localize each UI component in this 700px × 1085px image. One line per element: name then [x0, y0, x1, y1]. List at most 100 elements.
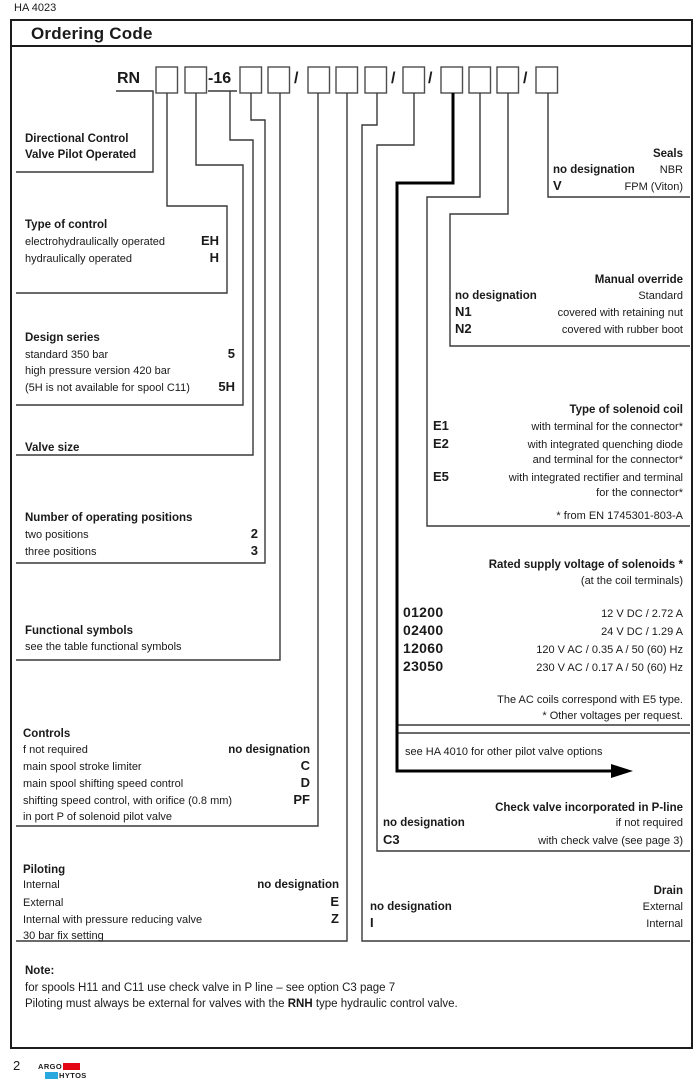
option-row: no designation Standard [455, 288, 683, 304]
option-row: and terminal for the connector* [433, 453, 683, 469]
logo-row-bottom: HYTOS [45, 1071, 87, 1080]
section-check-valve: Check valve incorporated in P-line no de… [383, 800, 683, 849]
option-code: 3 [250, 543, 258, 558]
code-box-11 [496, 66, 520, 94]
option-row: 30 bar fix setting [23, 929, 339, 945]
connector-b2-design-series [16, 93, 244, 406]
option-row: high pressure version 420 bar [25, 363, 235, 379]
option-code: no designation [370, 901, 452, 913]
section-functional-symbols: Functional symbols see the table functio… [25, 623, 265, 655]
section-valve-size-title: Valve size [25, 442, 80, 454]
option-row: I Internal [370, 915, 683, 932]
option-code: N1 [455, 304, 472, 319]
option-code: 2 [250, 526, 258, 541]
option-label: covered with retaining nut [557, 307, 683, 319]
note-line-2-post: type hydraulic control valve. [312, 998, 458, 1010]
code-separator-3: / [428, 70, 433, 87]
option-row: E1 with terminal for the connector* [433, 418, 683, 436]
logo-row-top: ARGO [38, 1062, 87, 1071]
section-dcv-title-1: Directional Control [25, 133, 129, 145]
section-controls: Controls f not required no designation m… [23, 726, 310, 825]
option-row: 01200 12 V DC / 2.72 A [403, 604, 683, 622]
option-row: standard 350 bar 5 [25, 346, 235, 363]
option-row: C3 with check valve (see page 3) [383, 832, 683, 850]
option-row: no designation NBR [553, 162, 683, 178]
option-row: main spool shifting speed control D [23, 775, 310, 792]
option-code: 23050 [403, 658, 444, 674]
code-box-2 [184, 66, 208, 94]
option-row: in port P of solenoid pilot valve [23, 809, 310, 825]
option-label: (5H is not available for spool C11) [25, 382, 190, 394]
option-label: Internal [646, 918, 683, 930]
connector-b4-functional-symbols [16, 93, 281, 661]
option-label: high pressure version 420 bar [25, 365, 171, 377]
option-label: 230 V AC / 0.17 A / 50 (60) Hz [536, 662, 683, 674]
option-code: C [300, 758, 310, 773]
section-voltage-title: Rated supply voltage of solenoids * [488, 559, 683, 571]
code-box-10 [468, 66, 492, 94]
section-pilot-options: see HA 4010 for other pilot valve option… [405, 744, 665, 760]
option-code: PF [293, 792, 310, 807]
option-code: C3 [383, 831, 400, 847]
connector-b11-manual-override [449, 93, 690, 347]
option-label: main spool shifting speed control [23, 778, 184, 790]
pilot-options-text: see HA 4010 for other pilot valve option… [405, 746, 603, 758]
connector-b9-pilot-options-thick [395, 93, 612, 773]
option-code: E1 [433, 418, 449, 433]
option-code: I [370, 915, 374, 930]
section-controls-title: Controls [23, 728, 71, 740]
code-prefix: RN [117, 70, 141, 87]
option-label: electrohydraulically operated [25, 236, 166, 248]
section-solenoid-coil: Type of solenoid coil E1 with terminal f… [433, 402, 683, 524]
option-row: V FPM (Viton) [553, 178, 683, 195]
option-code: 01200 [403, 604, 444, 620]
option-label: 120 V AC / 0.35 A / 50 (60) Hz [536, 644, 683, 656]
connector-b1-type-of-control [16, 93, 228, 294]
option-label: with terminal for the connector* [531, 421, 683, 433]
code-separator-4: / [523, 70, 528, 87]
section-design-series-title: Design series [25, 332, 100, 344]
option-code: no designation [257, 879, 339, 891]
connector-b6-piloting [16, 93, 348, 942]
option-row: Internal no designation [23, 878, 339, 894]
option-code: no designation [553, 164, 635, 176]
connector-b10-solenoid-coil [426, 93, 690, 527]
section-seals: Seals no designation NBR V FPM (Viton) [553, 146, 683, 195]
option-code: V [553, 178, 562, 193]
connector-b7-drain [361, 93, 690, 942]
option-label: 30 bar fix setting [23, 929, 104, 942]
connector-b5-controls [16, 93, 319, 827]
section-manual-override-title: Manual override [594, 274, 683, 286]
doc-code: HA 4023 [14, 2, 57, 14]
page-number: 2 [13, 1058, 21, 1073]
option-label: NBR [659, 164, 683, 176]
option-label: External [642, 901, 683, 913]
section-voltage: Rated supply voltage of solenoids * (at … [403, 557, 683, 724]
code-box-8 [402, 66, 426, 94]
option-code: N2 [455, 321, 472, 336]
section-positions: Number of operating positions two positi… [25, 510, 258, 560]
option-label: main spool stroke limiter [23, 761, 142, 773]
note-title: Note: [25, 965, 55, 977]
option-row: for the connector* [433, 486, 683, 502]
option-row: N1 covered with retaining nut [455, 304, 683, 321]
option-code: E5 [433, 468, 449, 484]
section-valve-size: Valve size [25, 440, 235, 456]
option-label: three positions [25, 546, 97, 558]
code-separator-1: / [294, 70, 299, 87]
option-label: 24 V DC / 1.29 A [601, 626, 683, 638]
option-label: two positions [25, 529, 89, 541]
code-box-4 [267, 66, 291, 94]
section-seals-title: Seals [652, 148, 683, 160]
option-label: hydraulically operated [25, 253, 133, 265]
code-size: -16 [208, 70, 232, 87]
solenoid-coil-footnote: * from EN 1745301-803-A [556, 509, 683, 522]
code-box-7 [364, 66, 388, 94]
code-box-9 [440, 66, 464, 94]
option-code: no designation [455, 290, 537, 302]
note-line-2-pre: Piloting must always be external for val… [25, 998, 288, 1010]
section-piloting: Piloting Internal no designation Externa… [23, 862, 339, 944]
note-line-2: Piloting must always be external for val… [25, 996, 665, 1013]
